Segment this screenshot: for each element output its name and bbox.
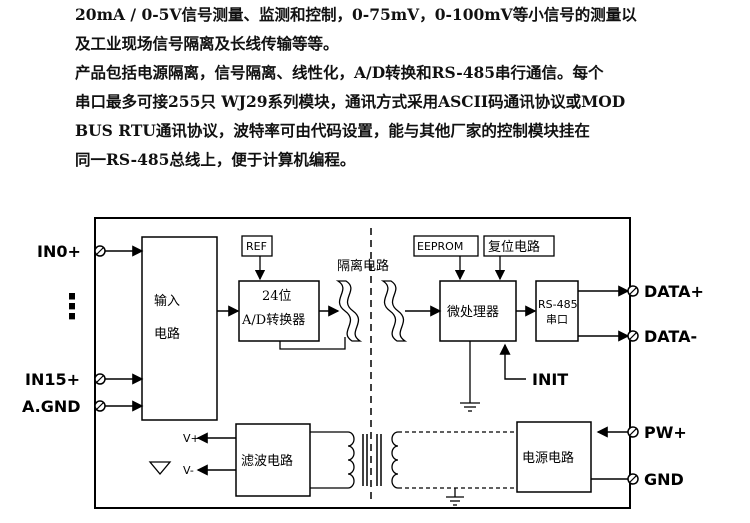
pin-label-data-minus: DATA- — [644, 327, 697, 346]
input-circuit-label-1: 输入 — [154, 293, 180, 309]
pin-dots: ⋮ — [55, 287, 89, 327]
rs485-label-1: RS-485 — [538, 298, 578, 311]
rs485-block — [535, 280, 579, 342]
mcu-label: 微处理器 — [447, 305, 499, 320]
adc-label-1: 24位 — [262, 289, 292, 304]
pin-label-in0: IN0+ — [37, 242, 81, 261]
transformer-secondary-coil — [391, 431, 399, 489]
input-circuit-label-2: 电路 — [154, 326, 180, 342]
v-minus-label: V- — [183, 464, 194, 477]
reset-label: 复位电路 — [488, 239, 540, 255]
ground-symbol-filter — [148, 461, 172, 476]
isolation-left-symbol — [335, 280, 363, 342]
pin-label-data-plus: DATA+ — [644, 282, 704, 301]
ref-block — [241, 235, 273, 257]
description-line-2: 及工业现场信号隔离及长线传输等等。 — [75, 34, 339, 53]
isolation-right-symbol — [380, 280, 408, 342]
pin-label-agnd: A.GND — [22, 397, 81, 416]
filter-circuit-label: 滤波电路 — [241, 453, 293, 469]
description-line-4: 串口最多可接255只 WJ29系列模块，通讯方式采用ASCII码通讯协议或MOD — [75, 92, 626, 111]
block-diagram: IN0+ ⋮ IN15+ A.GND 输入 电路 REF 24位 A/D转换器 … — [22, 217, 704, 509]
filter-circuit-block — [235, 423, 311, 497]
power-circuit-label: 电源电路 — [522, 450, 574, 466]
adc-label-2: A/D转换器 — [241, 313, 305, 328]
isolation-label: 隔离电路 — [337, 258, 389, 274]
transformer-primary-coil — [347, 431, 355, 489]
eeprom-label: EEPROM — [417, 240, 463, 253]
pin-label-init: INIT — [532, 370, 568, 389]
ref-label: REF — [246, 240, 267, 253]
description-text: 20mA / 0-5V信号测量、监测和控制，0-75mV，0-100mV等小信号… — [75, 0, 745, 174]
description-line-5: BUS RTU通讯协议，波特率可由代码设置，能与其他厂家的控制模块挂在 — [75, 121, 590, 140]
pin-label-gnd: GND — [644, 470, 684, 489]
reset-block — [483, 235, 555, 257]
pin-label-pw-plus: PW+ — [644, 423, 687, 442]
v-plus-label: V+ — [183, 432, 200, 445]
module-enclosure — [94, 217, 631, 509]
power-circuit-block — [516, 421, 592, 493]
rs485-label-2: 串口 — [546, 313, 568, 326]
description-line-1: 20mA / 0-5V信号测量、监测和控制，0-75mV，0-100mV等小信号… — [75, 5, 637, 24]
pin-label-in15: IN15+ — [25, 370, 80, 389]
description-line-3: 产品包括电源隔离，信号隔离、线性化，A/D转换和RS-485串行通信。每个 — [75, 63, 604, 82]
eeprom-block — [413, 235, 479, 257]
description-line-6: 同一RS-485总线上，便于计算机编程。 — [75, 150, 356, 169]
input-circuit-block — [141, 236, 218, 421]
